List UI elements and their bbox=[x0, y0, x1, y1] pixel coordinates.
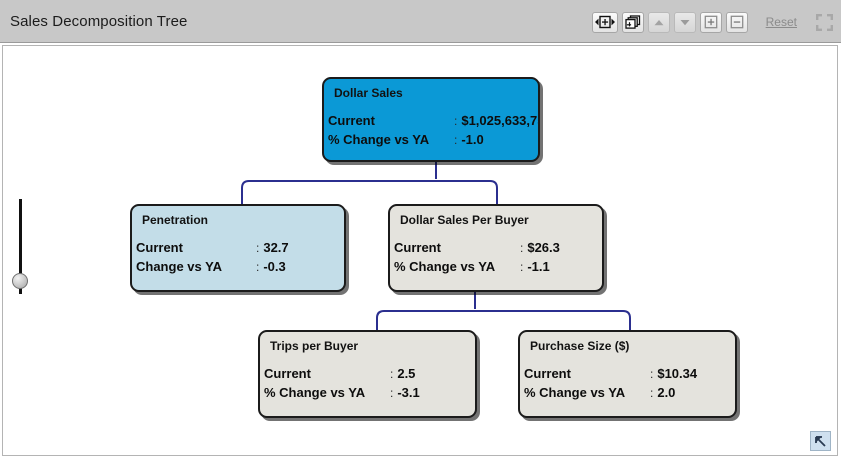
metric-separator: : bbox=[650, 386, 654, 400]
fit-width-button[interactable] bbox=[591, 11, 618, 33]
metric-value: -1.0 bbox=[461, 132, 484, 147]
metric-separator: : bbox=[520, 260, 524, 274]
stacked-windows-icon bbox=[624, 14, 640, 29]
metric-label: Current bbox=[394, 240, 441, 255]
tree-node-dollar-sales-per-buyer[interactable]: Dollar Sales Per Buyer Current : $26.3 %… bbox=[388, 204, 604, 292]
scroll-down-button[interactable] bbox=[673, 11, 696, 33]
metric-label: % Change vs YA bbox=[524, 385, 626, 400]
metric-label: Current bbox=[328, 113, 375, 128]
four-corners-icon bbox=[815, 13, 833, 31]
metric-label: Current bbox=[524, 366, 571, 381]
metric-separator: : bbox=[454, 114, 458, 128]
metric-row: Current : 32.7 bbox=[136, 240, 340, 259]
metric-value: 2.0 bbox=[657, 385, 676, 400]
metric-label: Current bbox=[136, 240, 183, 255]
metric-separator: : bbox=[454, 133, 458, 147]
scroll-up-button[interactable] bbox=[647, 11, 670, 33]
zoom-slider-handle[interactable] bbox=[12, 273, 28, 289]
triangle-down-icon bbox=[680, 19, 690, 25]
zoom-out-button[interactable] bbox=[725, 11, 748, 33]
node-metrics: Current : $1,025,633,751 % Change vs YA … bbox=[328, 113, 538, 151]
metric-row: Current : $10.34 bbox=[524, 366, 731, 385]
tree-node-dollar-sales[interactable]: Dollar Sales Current : $1,025,633,751 % … bbox=[322, 77, 540, 162]
triangle-up-icon bbox=[654, 19, 664, 25]
node-metrics: Current : 32.7 Change vs YA : -0.3 bbox=[136, 240, 340, 278]
node-metrics: Current : $10.34 % Change vs YA : 2.0 bbox=[524, 366, 731, 404]
decomposition-tree: Dollar Sales Current : $1,025,633,751 % … bbox=[3, 46, 837, 455]
tree-connectors bbox=[241, 162, 631, 344]
metric-row: % Change vs YA : 2.0 bbox=[524, 385, 731, 404]
metric-row: Current : 2.5 bbox=[264, 366, 471, 385]
plus-box-icon bbox=[704, 15, 717, 29]
minus-box-icon bbox=[730, 15, 743, 29]
metric-value: $1,025,633,751 bbox=[461, 113, 538, 128]
expand-horizontal-icon bbox=[594, 15, 615, 29]
node-title: Penetration bbox=[142, 213, 209, 227]
metric-separator: : bbox=[390, 367, 394, 381]
node-title: Purchase Size ($) bbox=[530, 339, 630, 353]
reset-link[interactable]: Reset bbox=[765, 15, 797, 29]
metric-row: % Change vs YA : -3.1 bbox=[264, 385, 471, 404]
toolbar: Reset bbox=[591, 11, 833, 33]
metric-value: $10.34 bbox=[657, 366, 698, 381]
metric-row: % Change vs YA : -1.1 bbox=[394, 259, 598, 278]
zoom-slider[interactable] bbox=[11, 199, 29, 297]
metric-value: 2.5 bbox=[397, 366, 416, 381]
node-metrics: Current : 2.5 % Change vs YA : -3.1 bbox=[264, 366, 471, 404]
zoom-slider-track[interactable] bbox=[19, 199, 22, 294]
metric-separator: : bbox=[256, 260, 260, 274]
cascade-windows-button[interactable] bbox=[621, 11, 644, 33]
metric-value: -3.1 bbox=[397, 385, 420, 400]
window-titlebar: Sales Decomposition Tree bbox=[0, 0, 841, 43]
metric-row: Current : $26.3 bbox=[394, 240, 598, 259]
fullscreen-button[interactable] bbox=[815, 13, 833, 31]
tree-canvas[interactable]: Dollar Sales Current : $1,025,633,751 % … bbox=[2, 45, 838, 456]
restore-button[interactable] bbox=[810, 431, 831, 451]
node-title: Dollar Sales bbox=[334, 86, 403, 100]
metric-label: % Change vs YA bbox=[264, 385, 366, 400]
arrow-up-left-icon bbox=[815, 435, 826, 447]
metric-value: -0.3 bbox=[263, 259, 286, 274]
metric-label: % Change vs YA bbox=[328, 132, 430, 147]
metric-separator: : bbox=[650, 367, 654, 381]
metric-row: Current : $1,025,633,751 bbox=[328, 113, 538, 132]
node-title: Trips per Buyer bbox=[270, 339, 359, 353]
metric-separator: : bbox=[256, 241, 260, 255]
metric-label: % Change vs YA bbox=[394, 259, 496, 274]
metric-separator: : bbox=[520, 241, 524, 255]
metric-value: 32.7 bbox=[263, 240, 289, 255]
metric-label: Change vs YA bbox=[136, 259, 222, 274]
tree-node-purchase-size[interactable]: Purchase Size ($) Current : $10.34 % Cha… bbox=[518, 330, 737, 418]
node-metrics: Current : $26.3 % Change vs YA : -1.1 bbox=[394, 240, 598, 278]
zoom-in-button[interactable] bbox=[699, 11, 722, 33]
metric-value: -1.1 bbox=[527, 259, 550, 274]
metric-value: $26.3 bbox=[527, 240, 560, 255]
metric-row: Change vs YA : -0.3 bbox=[136, 259, 340, 278]
metric-row: % Change vs YA : -1.0 bbox=[328, 132, 534, 151]
tree-node-trips-per-buyer[interactable]: Trips per Buyer Current : 2.5 % Change v… bbox=[258, 330, 477, 418]
metric-label: Current bbox=[264, 366, 311, 381]
page-title: Sales Decomposition Tree bbox=[10, 13, 188, 30]
node-title: Dollar Sales Per Buyer bbox=[400, 213, 529, 227]
tree-node-penetration[interactable]: Penetration Current : 32.7 Change vs YA … bbox=[130, 204, 346, 292]
metric-separator: : bbox=[390, 386, 394, 400]
